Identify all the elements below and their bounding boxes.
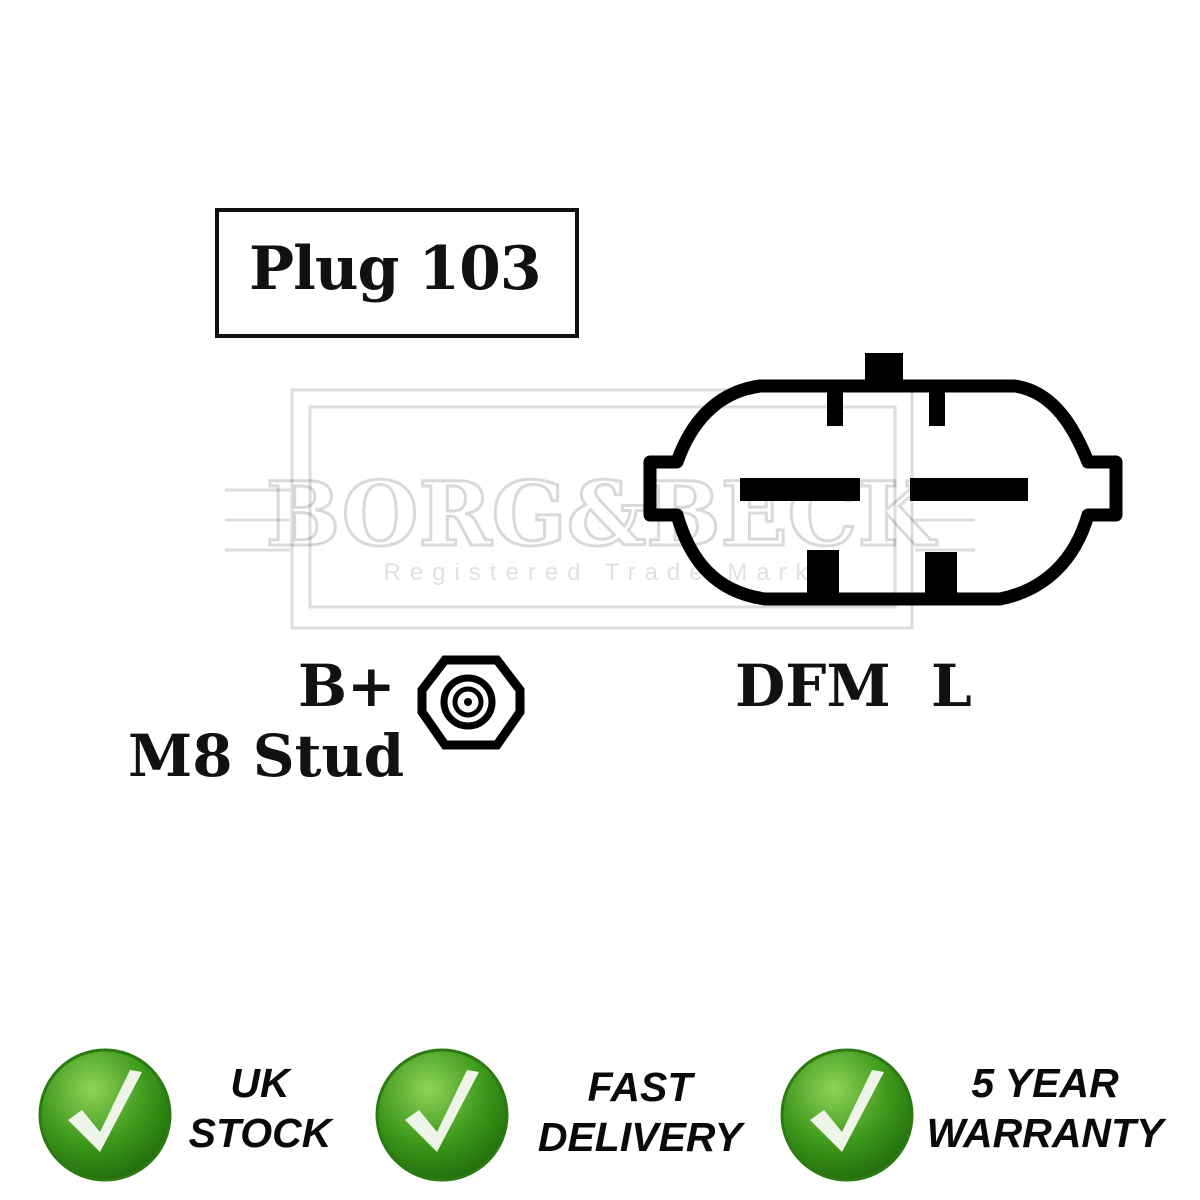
b-plus-label: B+ (298, 652, 396, 720)
plug-label: Plug 103 (249, 234, 542, 304)
badge-line1: FAST (587, 1064, 693, 1110)
svg-text:Registered Trade Mark: Registered Trade Mark (383, 559, 816, 586)
plug-label-box: Plug 103 (215, 208, 579, 338)
badge-line2: DELIVERY (537, 1114, 743, 1160)
badge-line2: STOCK (188, 1110, 332, 1156)
pin-labels: DFM L (735, 652, 972, 720)
badge-line1: 5 YEAR (971, 1060, 1119, 1106)
stud-label: M8 Stud (128, 722, 405, 790)
green-check-icon (38, 1048, 172, 1182)
badge-line2: WARRANTY (926, 1110, 1164, 1156)
stud-terminal-icon (417, 655, 525, 750)
badge-uk-stock: UK STOCK (110, 1058, 410, 1158)
green-check-icon (780, 1048, 914, 1182)
badge-warranty: 5 YEAR WARRANTY (895, 1058, 1195, 1158)
badge-fast-delivery: FAST DELIVERY (490, 1062, 790, 1162)
badge-line1: UK (230, 1060, 290, 1106)
green-check-icon (375, 1048, 509, 1182)
